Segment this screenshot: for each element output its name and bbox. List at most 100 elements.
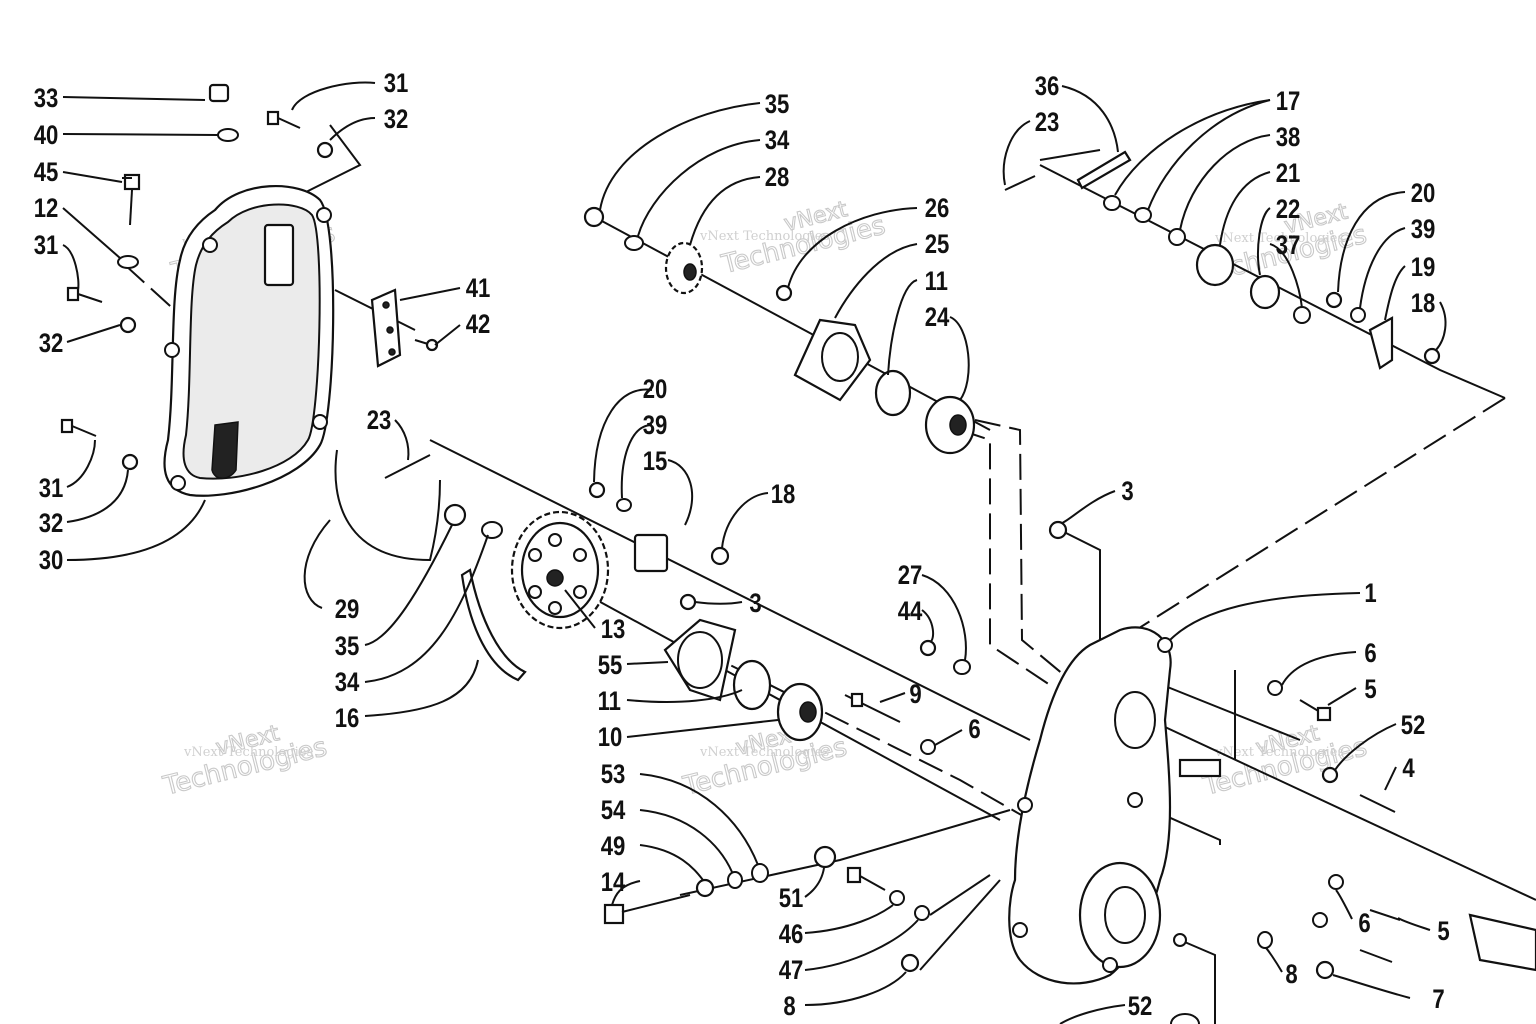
nut-icon — [583, 206, 605, 228]
callout-35: 35 — [765, 90, 790, 120]
washer-icon — [751, 863, 769, 883]
callout-31: 31 — [384, 69, 409, 99]
sprocket-large — [510, 510, 610, 630]
callout-52: 52 — [1401, 711, 1426, 741]
shaft-icon — [1468, 913, 1536, 972]
callout-12: 12 — [34, 194, 59, 224]
plate — [370, 288, 402, 368]
callout-1: 1 — [1364, 579, 1377, 609]
callout-28: 28 — [765, 163, 790, 193]
callout-17: 17 — [1276, 87, 1301, 117]
nut-icon — [919, 639, 937, 657]
callout-18: 18 — [1411, 289, 1436, 319]
callout-20: 20 — [1411, 179, 1436, 209]
callout-8: 8 — [783, 992, 795, 1022]
washer-icon — [616, 498, 632, 512]
nut-icon — [443, 503, 467, 527]
callout-51: 51 — [779, 884, 804, 914]
washer-icon — [217, 128, 239, 142]
washer-icon — [914, 905, 930, 921]
chaincase-body — [1008, 626, 1187, 985]
callout-14: 14 — [601, 868, 626, 898]
hardware — [60, 83, 1536, 1024]
washer-icon — [1257, 931, 1273, 949]
callout-3: 3 — [749, 589, 761, 619]
callout-55: 55 — [598, 651, 623, 681]
washer-icon — [953, 659, 971, 675]
callout-3: 3 — [1121, 477, 1133, 507]
callout-30: 30 — [39, 546, 64, 576]
nut-icon — [588, 481, 606, 499]
nut-icon — [679, 593, 697, 611]
bolt-icon — [66, 286, 103, 303]
callout-34: 34 — [335, 668, 360, 698]
axis-line — [929, 874, 991, 916]
callout-10: 10 — [598, 723, 623, 753]
inspection-plug — [263, 223, 295, 287]
callout-5: 5 — [1437, 917, 1450, 947]
callout-11: 11 — [598, 687, 622, 717]
nut-icon — [1321, 766, 1339, 784]
callout-23: 23 — [1035, 108, 1060, 138]
axis-line — [1039, 149, 1101, 161]
axis-line — [299, 124, 362, 196]
lock-washer-icon — [316, 141, 334, 159]
washer-icon — [727, 871, 743, 889]
washer-icon — [1328, 874, 1344, 890]
watermark-small-5: vNext Technologies — [699, 745, 829, 760]
arm-icon — [1368, 316, 1394, 370]
callout-20: 20 — [643, 375, 668, 405]
bolt-icon — [1359, 949, 1393, 963]
bolt-icon — [1299, 699, 1332, 722]
callout-36: 36 — [1035, 72, 1060, 102]
bolt-icon — [1359, 794, 1396, 813]
washer-icon — [481, 521, 503, 539]
plug-icon — [208, 83, 230, 103]
nut-icon — [1423, 347, 1441, 365]
bracket-icon — [633, 533, 669, 573]
nut-icon — [695, 878, 715, 898]
axis-line — [1119, 397, 1506, 641]
assembly-lines — [124, 124, 1536, 1024]
callout-25: 25 — [925, 230, 950, 260]
axis-line — [699, 649, 1031, 821]
spring-icon — [1076, 150, 1132, 190]
callout-19: 19 — [1411, 253, 1436, 283]
nut-icon — [813, 845, 837, 869]
callout-9: 9 — [909, 680, 921, 710]
nut-icon — [1048, 520, 1068, 540]
callout-6: 6 — [1364, 639, 1376, 669]
stud-icon — [844, 692, 901, 723]
bolt-icon — [1369, 909, 1401, 921]
washer-icon — [920, 739, 936, 755]
nut-icon — [1325, 291, 1343, 309]
washer-icon — [1350, 307, 1366, 323]
axis-line — [919, 879, 1001, 971]
callout-16: 16 — [335, 704, 360, 734]
lock-washer-icon — [119, 316, 137, 334]
callout-13: 13 — [601, 615, 626, 645]
bolt-icon — [266, 110, 301, 129]
nut-icon — [775, 284, 793, 302]
callout-47: 47 — [779, 956, 804, 986]
callout-42: 42 — [466, 310, 491, 340]
axis-line — [959, 429, 1051, 686]
callout-39: 39 — [643, 411, 668, 441]
nut-icon — [1315, 960, 1335, 980]
cotter-pin-icon — [384, 454, 431, 479]
callout-4: 4 — [1402, 754, 1415, 784]
callout-6: 6 — [968, 715, 980, 745]
callout-46: 46 — [779, 920, 804, 950]
sprocket-small — [664, 241, 704, 295]
washer-icon — [624, 235, 644, 251]
callout-22: 22 — [1276, 195, 1301, 225]
washer-icon — [1170, 1013, 1200, 1024]
callout-24: 24 — [925, 303, 950, 333]
nut-icon — [900, 953, 920, 973]
callout-34: 34 — [765, 126, 790, 156]
callout-27: 27 — [898, 561, 923, 591]
callout-21: 21 — [1276, 159, 1301, 189]
axis-line — [1179, 939, 1216, 1024]
callout-23: 23 — [367, 406, 392, 436]
callout-49: 49 — [601, 832, 626, 862]
